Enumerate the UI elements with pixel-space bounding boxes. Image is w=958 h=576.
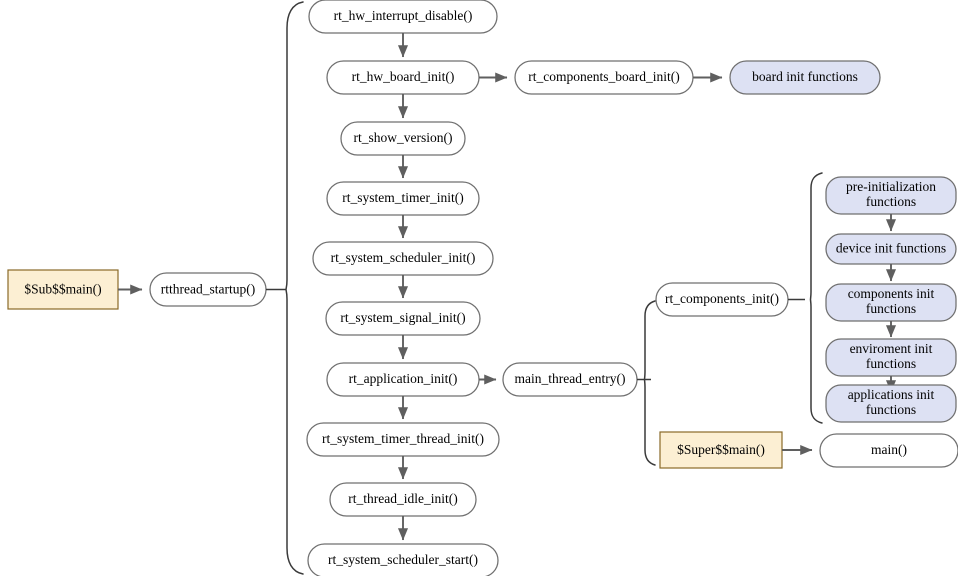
enviroment-init-functions-box[interactable] (825, 338, 957, 377)
node-applications-init-functions[interactable]: applications init functions (825, 384, 957, 423)
rt-system-signal-init-box[interactable] (325, 301, 481, 336)
node-rt-application-init[interactable]: rt_application_init() (326, 362, 480, 397)
node-rt-system-timer-init[interactable]: rt_system_timer_init() (326, 181, 480, 216)
device-init-functions-box[interactable] (825, 233, 957, 265)
rt-show-version-box[interactable] (340, 121, 466, 156)
node-main[interactable]: main() (819, 433, 958, 468)
node-components-init-functions[interactable]: components init functions (825, 283, 957, 322)
pre-initialization-functions-box[interactable] (825, 176, 957, 215)
rt-system-timer-thread-init-box[interactable] (306, 422, 500, 457)
super-main-box[interactable] (659, 431, 783, 469)
node-rt-system-signal-init[interactable]: rt_system_signal_init() (325, 301, 481, 336)
applications-init-functions-box[interactable] (825, 384, 957, 423)
brace-startup-steps (285, 1, 304, 575)
node-rt-show-version[interactable]: rt_show_version() (340, 121, 466, 156)
node-rt-system-scheduler-start[interactable]: rt_system_scheduler_start() (307, 543, 499, 576)
rt-application-init-box[interactable] (326, 362, 480, 397)
rt-system-scheduler-start-box[interactable] (307, 543, 499, 576)
node-rt-thread-idle-init[interactable]: rt_thread_idle_init() (329, 482, 477, 517)
brace-init-functions-group (809, 172, 823, 424)
node-device-init-functions[interactable]: device init functions (825, 233, 957, 265)
node-rtthread-startup[interactable]: rtthread_startup() (149, 272, 267, 307)
rt-hw-interrupt-disable-box[interactable] (308, 0, 498, 34)
components-init-functions-box[interactable] (825, 283, 957, 322)
node-super-main[interactable]: $Super$$main() (659, 431, 783, 469)
node-rt-system-timer-thread-init[interactable]: rt_system_timer_thread_init() (306, 422, 500, 457)
node-enviroment-init-functions[interactable]: enviroment init functions (825, 338, 957, 377)
node-rt-components-init[interactable]: rt_components_init() (655, 282, 789, 317)
main-thread-entry-box[interactable] (502, 362, 638, 397)
rtthread-startup-box[interactable] (149, 272, 267, 307)
board-init-functions-box[interactable] (729, 60, 881, 95)
main-box[interactable] (819, 433, 958, 468)
rt-hw-board-init-box[interactable] (326, 60, 480, 95)
rt-components-init-box[interactable] (655, 282, 789, 317)
rt-system-timer-init-box[interactable] (326, 181, 480, 216)
node-rt-hw-interrupt-disable[interactable]: rt_hw_interrupt_disable() (308, 0, 498, 34)
node-sub-main[interactable]: $Sub$$main() (7, 269, 119, 310)
rt-components-board-init-box[interactable] (514, 60, 694, 95)
sub-main-box[interactable] (7, 269, 119, 310)
rt-system-scheduler-init-box[interactable] (312, 241, 494, 276)
node-board-init-functions[interactable]: board init functions (729, 60, 881, 95)
node-rt-components-board-init[interactable]: rt_components_board_init() (514, 60, 694, 95)
rt-thread-idle-init-box[interactable] (329, 482, 477, 517)
brace-main-thread-entry-group (643, 300, 656, 466)
node-pre-initialization-functions[interactable]: pre-initialization functions (825, 176, 957, 215)
node-rt-system-scheduler-init[interactable]: rt_system_scheduler_init() (312, 241, 494, 276)
node-main-thread-entry[interactable]: main_thread_entry() (502, 362, 638, 397)
node-rt-hw-board-init[interactable]: rt_hw_board_init() (326, 60, 480, 95)
